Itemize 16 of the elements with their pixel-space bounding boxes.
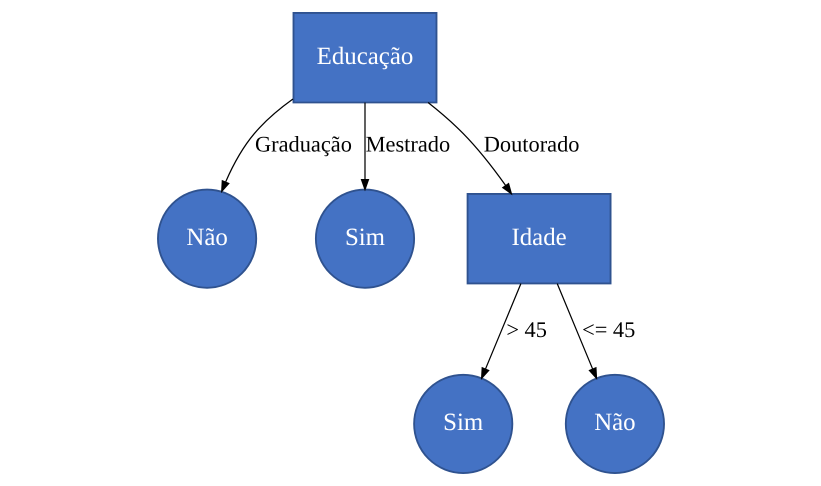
arrow (220, 98, 293, 194)
edge-label: Mestrado (365, 131, 450, 156)
arrow (427, 102, 512, 196)
arrow (480, 283, 521, 380)
node-box: Educação (292, 12, 437, 104)
arrow (360, 102, 369, 192)
edge-label: <= 45 (582, 316, 635, 342)
arrow (556, 283, 597, 380)
edge-label: Doutorado (483, 131, 579, 156)
node-circle: Não (564, 374, 664, 474)
node-circle: Não (156, 188, 257, 289)
edge-label: > 45 (506, 316, 546, 342)
node-circle: Sim (314, 188, 415, 289)
node-circle: Sim (412, 374, 513, 474)
edge-label: Graduação (254, 131, 352, 156)
node-box: Idade (466, 192, 611, 284)
